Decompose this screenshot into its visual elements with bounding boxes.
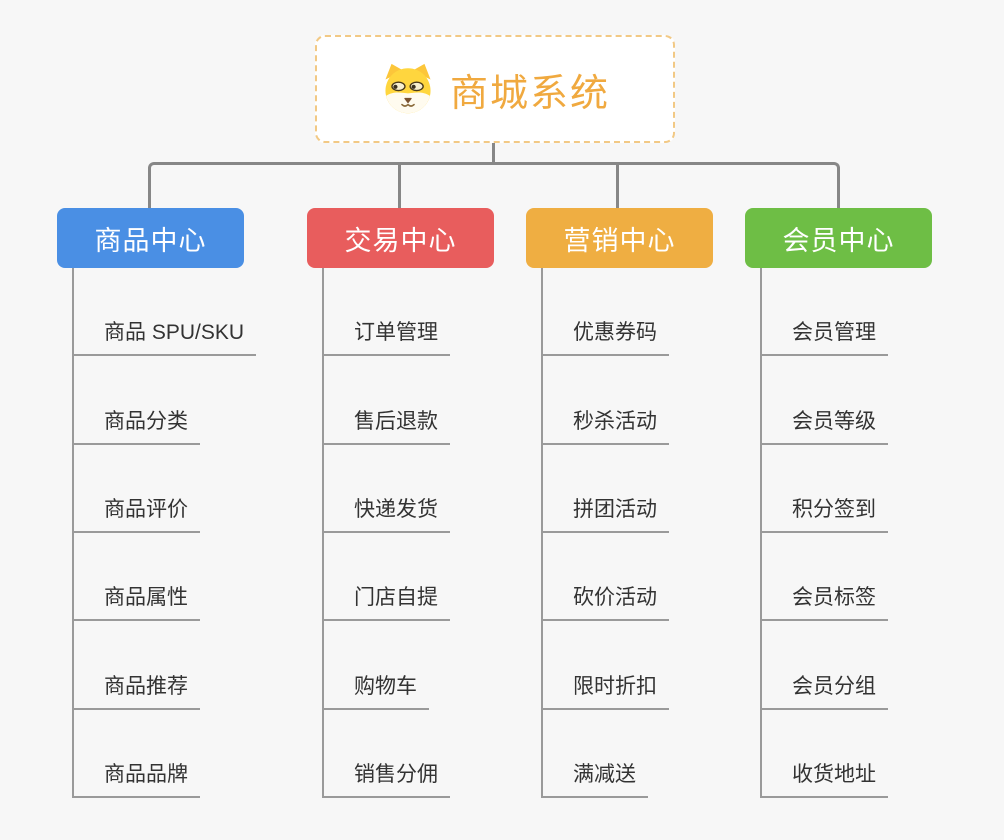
sub-topic-member-management[interactable]: 会员管理 [762,316,888,357]
branch-label: 交易中心 [344,225,457,256]
sub-topic-member-tag[interactable]: 会员标签 [762,581,888,622]
sub-topic-express-delivery[interactable]: 快递发货 [324,493,450,533]
branch-label: 商品中心 [94,225,207,256]
sub-topic-flash-sale[interactable]: 秒杀活动 [543,405,669,445]
connector-drop-branch-3 [616,165,619,208]
sub-topic-coupon-code[interactable]: 优惠券码 [543,316,669,357]
branch-node-trade-center[interactable]: 交易中心 [307,208,494,268]
sub-topic-sales-commission[interactable]: 销售分佣 [324,758,450,798]
branch-label: 营销中心 [563,225,676,256]
sub-topic-bargain-activity[interactable]: 砍价活动 [543,581,669,622]
branch-product-subtree: 商品 SPU/SKU 商品分类 商品评价 商品属性 商品推荐 商品品牌 [72,268,257,798]
root-node-label: 商城系统 [449,72,610,115]
branch-label: 会员中心 [782,225,895,256]
branch-marketing-subtree: 优惠券码 秒杀活动 拼团活动 砍价活动 限时折扣 满减送 [541,268,669,798]
sub-topic-points-checkin[interactable]: 积分签到 [762,493,888,533]
connector-root-stem [492,143,495,164]
root-node-mall-system[interactable]: 商城系统 [315,35,675,143]
sub-topic-product-category[interactable]: 商品分类 [74,405,200,445]
sub-topic-member-level[interactable]: 会员等级 [762,405,888,445]
sub-topic-limited-time-discount[interactable]: 限时折扣 [543,670,669,710]
dog-face-icon [385,63,431,114]
sub-topic-group-buy[interactable]: 拼团活动 [543,493,669,533]
sub-topic-product-attribute[interactable]: 商品属性 [74,581,200,622]
sub-topic-member-group[interactable]: 会员分组 [762,670,888,710]
sub-topic-product-review[interactable]: 商品评价 [74,493,200,533]
branch-node-product-center[interactable]: 商品中心 [57,208,244,268]
branch-node-marketing-center[interactable]: 营销中心 [526,208,713,268]
sub-topic-aftersale-refund[interactable]: 售后退款 [324,405,450,445]
branch-member-subtree: 会员管理 会员等级 积分签到 会员标签 会员分组 收货地址 [760,268,888,798]
sub-topic-shopping-cart[interactable]: 购物车 [324,670,429,710]
sub-topic-order-management[interactable]: 订单管理 [324,316,450,357]
sub-topic-product-brand[interactable]: 商品品牌 [74,758,200,798]
branch-node-member-center[interactable]: 会员中心 [745,208,932,268]
sub-topic-store-pickup[interactable]: 门店自提 [324,581,450,622]
sub-topic-shipping-address[interactable]: 收货地址 [762,758,888,798]
branch-trade-subtree: 订单管理 售后退款 快递发货 门店自提 购物车 销售分佣 [322,268,450,798]
connector-drop-branch-2 [398,165,401,208]
connector-horizontal-rail [148,162,840,208]
sub-topic-full-reduction[interactable]: 满减送 [543,758,648,798]
sub-topic-product-spu-sku[interactable]: 商品 SPU/SKU [74,316,257,357]
sub-topic-product-recommend[interactable]: 商品推荐 [74,670,200,710]
